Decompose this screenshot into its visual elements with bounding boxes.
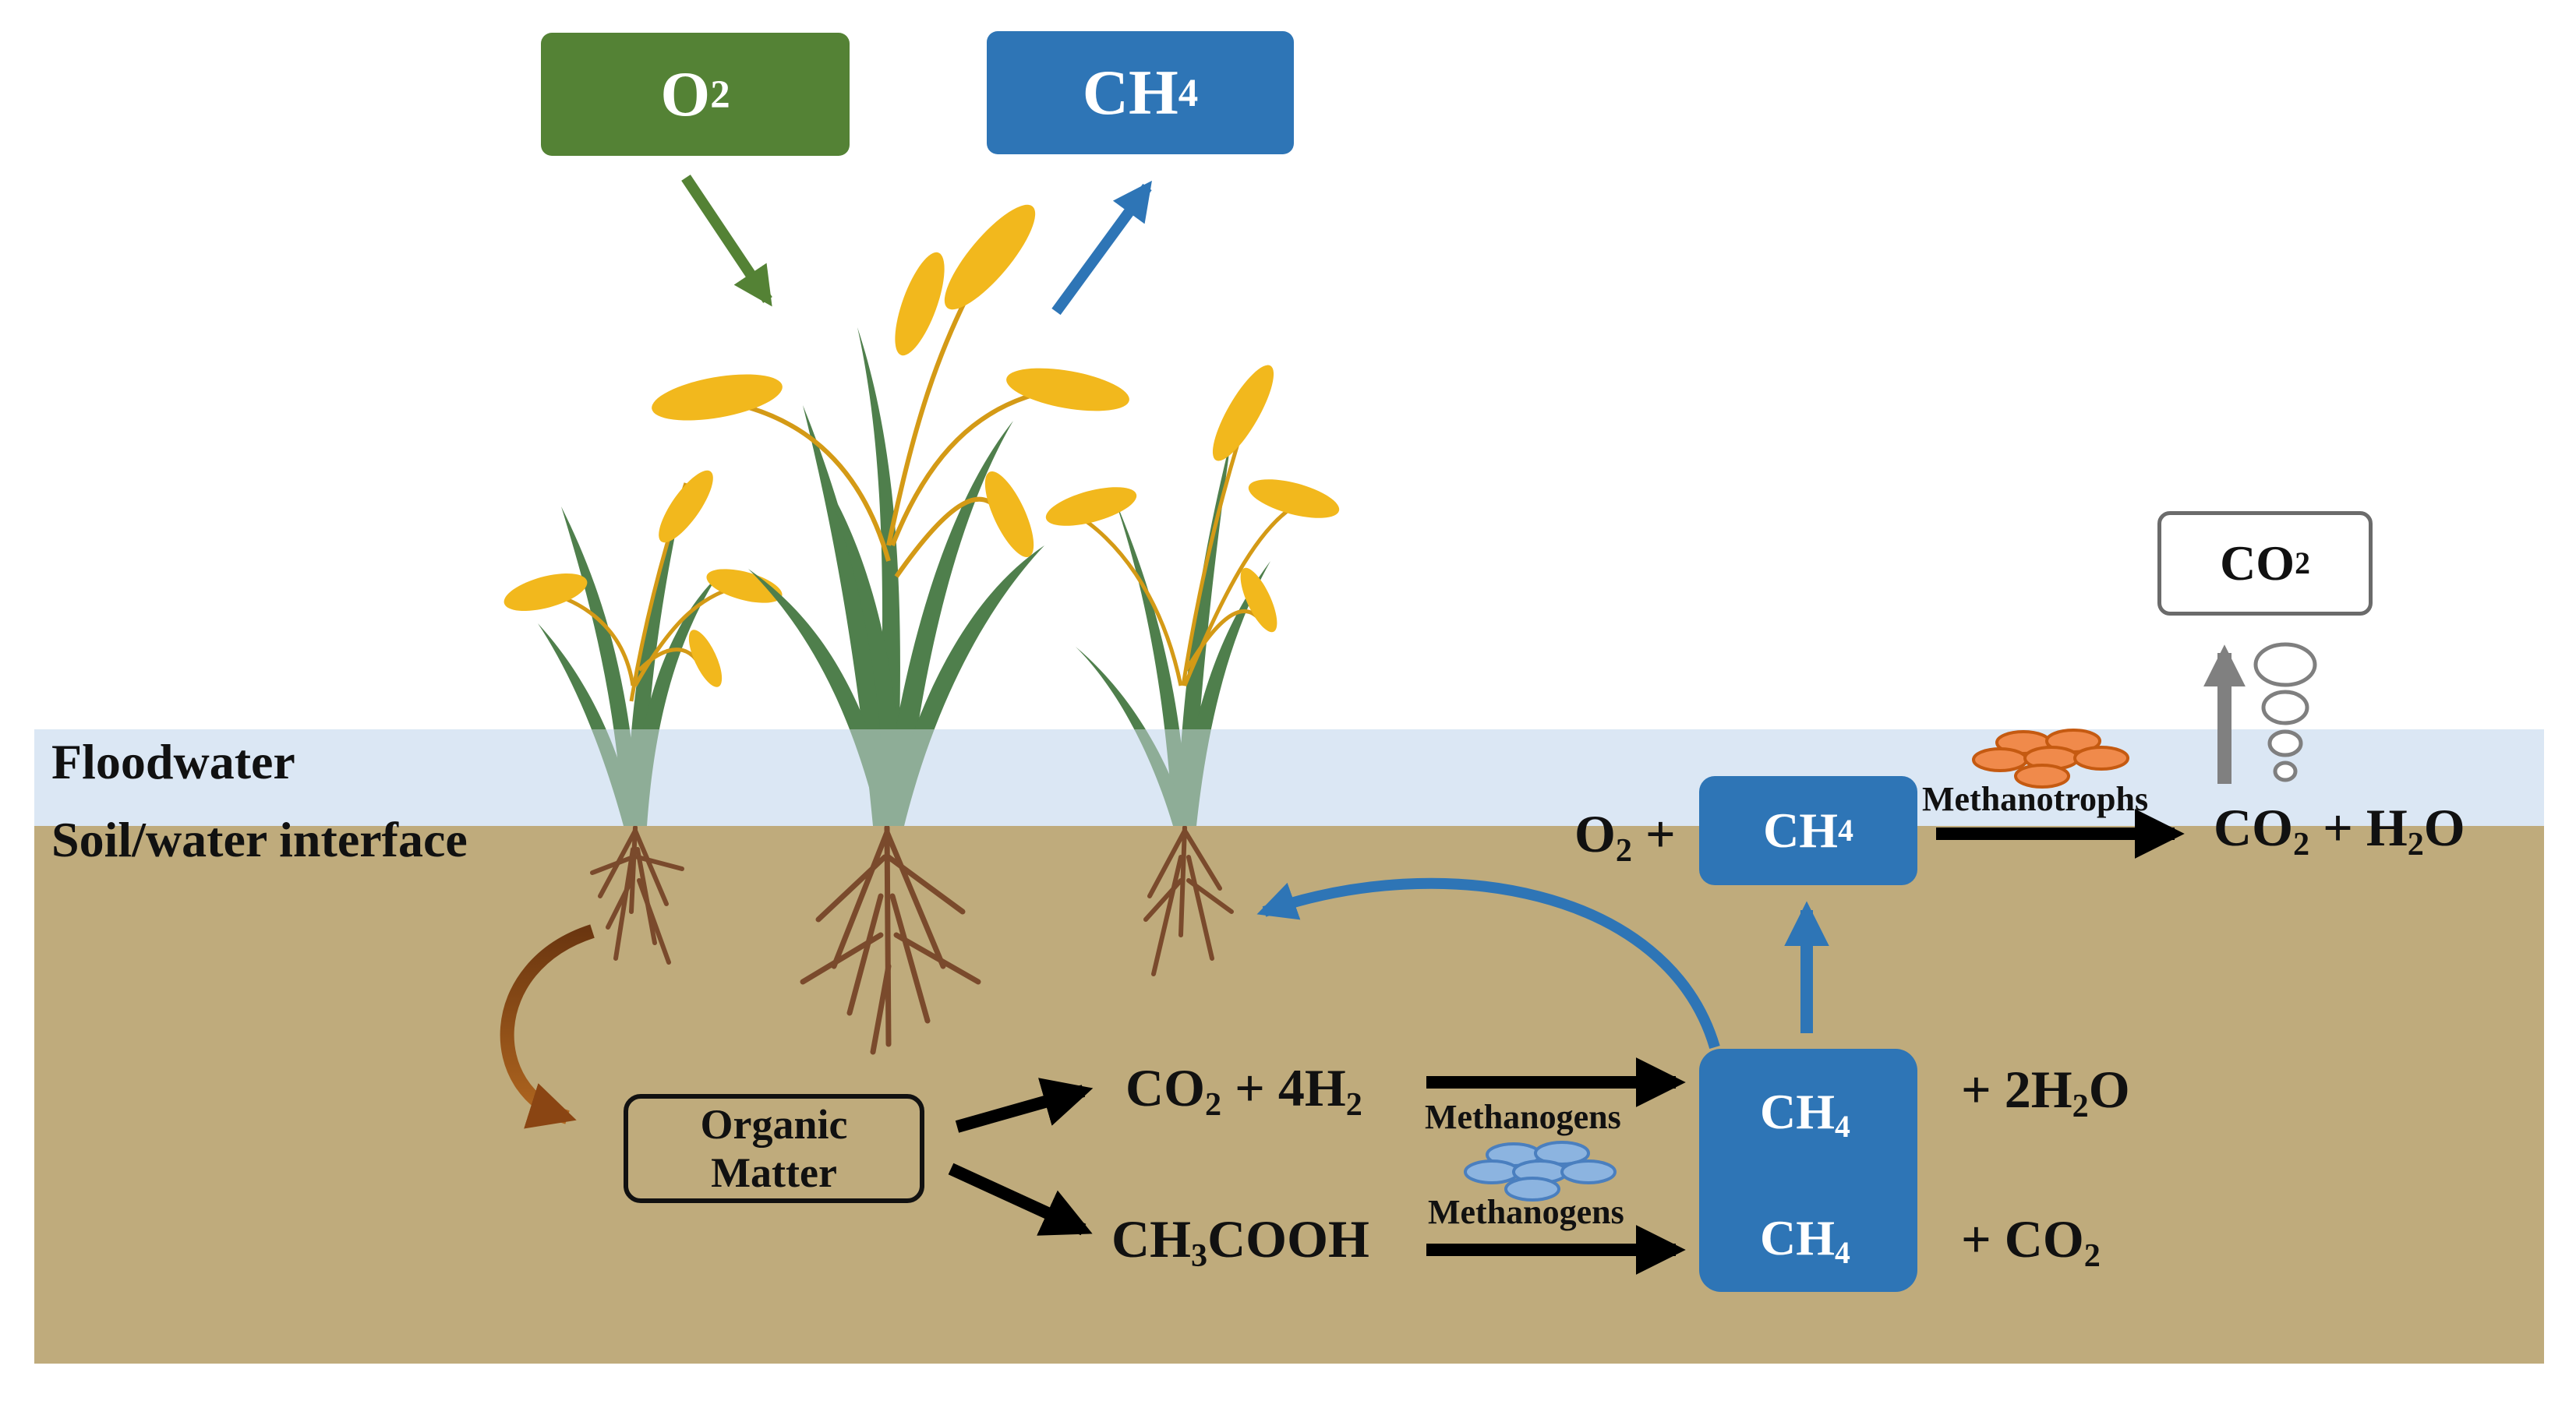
organic-to-co2-arrow [955, 1078, 1094, 1133]
ch4-production-1: CH4 [1760, 1083, 1850, 1145]
product-co2-label: + CO2 [1961, 1212, 2101, 1272]
ch4-production-2-sub: 4 [1835, 1236, 1850, 1271]
methanotrophs-cluster [1972, 729, 2129, 789]
o2-plus-a: O [1574, 804, 1616, 863]
co2-4h2-a-sub: 2 [1205, 1085, 1222, 1123]
oxidation-result-a-sub: 2 [2293, 825, 2310, 863]
product-water-a: + 2H [1961, 1060, 2072, 1119]
rice-plant-right [1045, 365, 1340, 976]
acetic-a-sub: 3 [1191, 1237, 1208, 1274]
ch4-production-1-sub: 4 [1835, 1110, 1850, 1145]
methanotrophs-label: Methanotrophs [1922, 780, 2149, 818]
product-co2-a: + CO [1961, 1209, 2084, 1269]
oxidation-result-label: CO2 + H2O [2214, 798, 2465, 860]
oxidation-result-b-sub: 2 [2407, 825, 2424, 863]
organic-matter-box: Organic Matter [624, 1094, 924, 1203]
organic-matter-line1: Organic [700, 1100, 848, 1148]
ch4-oxidation-base: CH [1763, 803, 1839, 858]
ch4-emission-arrow [1051, 180, 1152, 316]
acetic-acid-label: CH3COOH [1111, 1212, 1369, 1272]
ch4-production-1-base: CH [1760, 1084, 1835, 1139]
co2-released-base: CO [2220, 535, 2295, 591]
co2-4h2-a: CO [1125, 1058, 1205, 1117]
gas-bubbles [2253, 642, 2317, 782]
ch4-emission-base: CH [1082, 57, 1178, 128]
floodwater-label: Floodwater [51, 734, 295, 789]
ch4-production-box: CH4 CH4 [1699, 1049, 1917, 1292]
product-water-a-sub: 2 [2072, 1087, 2089, 1124]
organic-matter-line2: Matter [711, 1149, 837, 1196]
product-water-label: + 2H2O [1961, 1060, 2130, 1122]
product-co2-a-sub: 2 [2083, 1237, 2101, 1274]
co2-4h2-b: + 4H [1221, 1058, 1346, 1117]
methanogens-cluster [1464, 1141, 1617, 1202]
rice-plant-left [504, 470, 783, 965]
methanogens-label-2: Methanogens [1428, 1193, 1624, 1231]
ch4-production-2-base: CH [1760, 1210, 1835, 1265]
co2-4h2-b-sub: 2 [1345, 1085, 1362, 1123]
o2-plus-label: O2 + [1574, 804, 1676, 866]
organic-to-acetate-arrow [948, 1163, 1093, 1236]
floodwater-layer [34, 729, 2544, 826]
soil-water-interface-label: Soil/water interface [51, 812, 468, 867]
ch4-production-2: CH4 [1760, 1209, 1850, 1271]
oxidation-result-c: O [2423, 798, 2465, 857]
acetic-a: CH [1111, 1209, 1191, 1269]
root-to-organic-arrow [500, 924, 595, 1129]
o2-plus-a-sub: 2 [1615, 831, 1632, 869]
methanogens-label-1: Methanogens [1425, 1098, 1621, 1136]
o2-uptake-arrow [681, 175, 772, 307]
rice-plant-center [652, 204, 1129, 1055]
o2-plus-b: + [1631, 804, 1676, 863]
acetic-b: COOH [1207, 1209, 1369, 1269]
ch4-plant-transport-arrow [1256, 877, 1720, 1049]
o2-input-base: O [660, 58, 711, 129]
product-water-b: O [2088, 1060, 2130, 1119]
co2-4h2-label: CO2 + 4H2 [1125, 1058, 1362, 1120]
oxidation-result-a: CO [2214, 798, 2293, 857]
oxidation-result-b: + H [2309, 798, 2408, 857]
